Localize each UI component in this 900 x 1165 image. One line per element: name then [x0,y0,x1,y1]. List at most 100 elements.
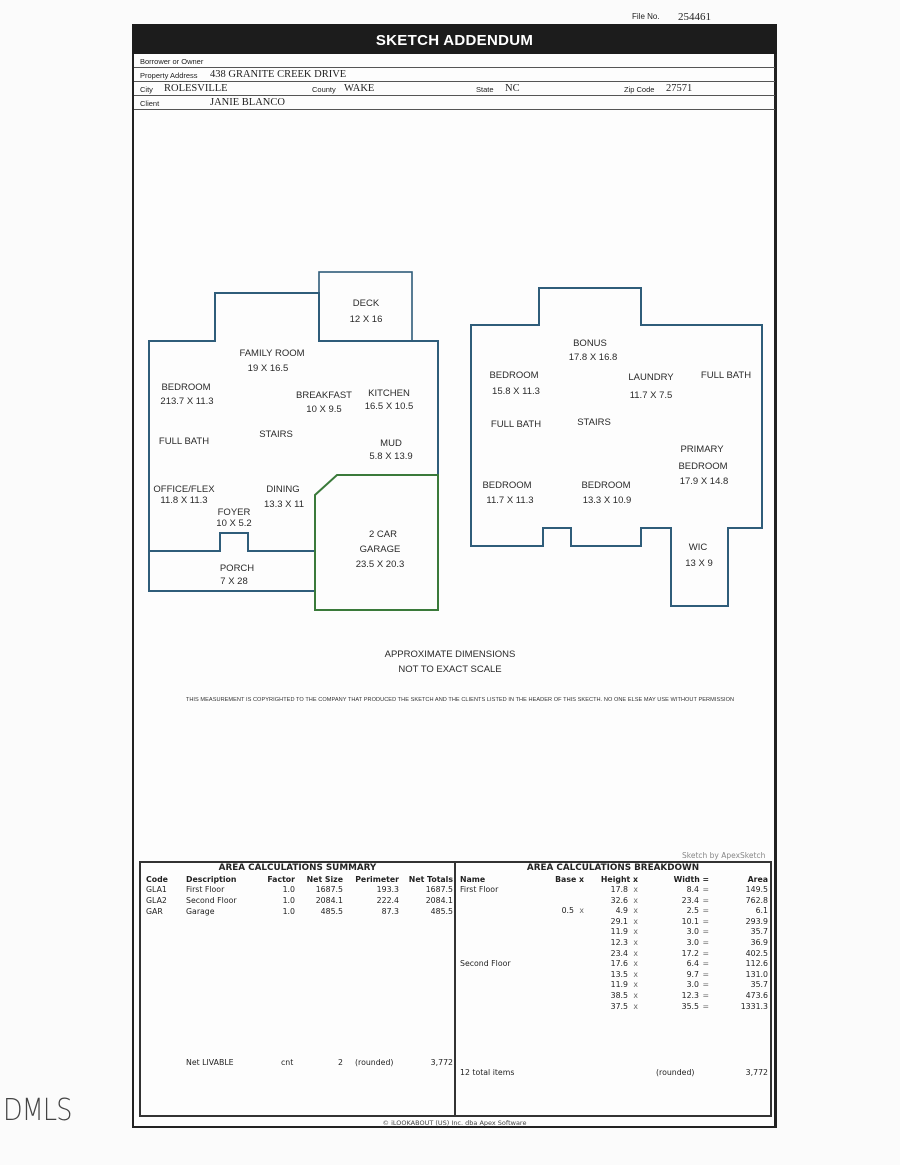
operator-symbol: x [633,916,638,926]
breakdown-row-area: 131.0 [745,969,768,979]
operator-symbol: x [633,1001,638,1011]
breakdown-total: 3,772 [745,1068,768,1077]
breakdown-row-height: 32.6 [610,895,628,905]
summary-row-perimeter: 87.3 [381,907,399,916]
wic-label: WIC [689,542,708,553]
operator-symbol: x [633,938,638,947]
family-room-dims: 19 X 16.5 [248,363,289,374]
state-value: NC [505,83,520,94]
operator-symbol: = [702,927,709,937]
breakdown-row-height: 38.5 [610,991,628,1000]
dining-dims: 13.3 X 11 [264,499,304,510]
bedroom3-label: BEDROOM [581,480,630,491]
summary-row-code: GLA1 [146,885,167,894]
breakfast-dims: 10 X 9.5 [306,404,341,415]
breakdown-col-area: Area [747,875,768,884]
summary-col-net-totals: Net Totals [408,875,453,884]
breakdown-row-height: 12.3 [610,938,628,947]
summary-row-factor: 1.0 [282,896,295,905]
county-label: County [312,85,336,94]
city-value: ROLESVILLE [164,83,228,94]
breakdown-row-height: 11.9 [610,927,628,937]
porch-dims: 7 X 28 [220,576,247,587]
breakdown-title: AREA CALCULATIONS BREAKDOWN [526,863,700,873]
breakdown-row-base: 0.5 [561,906,574,916]
family-room-label: FAMILY ROOM [239,348,304,359]
summary-col-description: Description [186,875,237,884]
zip-value: 27571 [666,83,693,94]
breakdown-row-area: 112.6 [745,959,768,969]
summary-row-net-size: 1687.5 [315,885,343,894]
office-label: OFFICE/FLEX [153,484,215,495]
cnt-label: cnt [281,1058,294,1067]
foyer-label: FOYER [218,507,251,518]
client-label: Client [140,99,160,108]
summary-row-description: First Floor [186,885,225,894]
summary-row-factor: 1.0 [282,885,295,894]
deck-label: DECK [353,298,380,309]
kitchen-dims: 16.5 X 10.5 [365,401,414,412]
breakdown-row-height: 11.9 [610,980,628,990]
summary-row-perimeter: 193.3 [376,885,399,894]
breakdown-row-area: 149.5 [745,885,768,894]
summary-row-net-totals: 485.5 [430,907,453,916]
primary-dims: 17.9 X 14.8 [680,476,729,487]
summary-row-code: GAR [146,907,163,916]
mud-dims: 5.8 X 13.9 [369,451,412,462]
summary-row-code: GLA2 [146,896,167,905]
breakdown-row-width: 9.7 [686,969,699,979]
summary-row-factor: 1.0 [282,907,295,916]
bonus-label: BONUS [573,338,607,349]
calc-divider [454,861,456,1117]
area-summary: AREA CALCULATIONS SUMMARY Code Descripti… [141,863,454,1113]
breakdown-row-width: 2.5 [686,906,699,916]
operator-symbol: = [702,991,709,1000]
borrower-row: Borrower or Owner [134,54,775,68]
operator-symbol: = [702,916,709,926]
file-no-label: File No. [632,12,660,21]
summary-col-factor: Factor [267,875,295,884]
breakdown-row-area: 6.1 [755,906,768,916]
breakdown-row-area: 1331.3 [740,1001,768,1011]
porch-label: PORCH [220,563,254,574]
bedroom-label: BEDROOM [161,382,210,393]
sketch-by-label: Sketch by ApexSketch [682,851,766,860]
operator-symbol: = [702,959,709,969]
summary-row-description: Second Floor [186,896,237,905]
breakdown-row-name: Second Floor [460,959,511,969]
summary-col-code: Code [146,875,168,884]
bedroom2-dims: 11.7 X 11.3 [486,495,533,506]
summary-row-description: Garage [186,907,215,916]
full-bath2-label: FULL BATH [701,370,751,381]
copyright-notice: THIS MEASUREMENT IS COPYRIGHTED TO THE C… [185,697,735,703]
summary-col-perimeter: Perimeter [355,875,399,884]
bonus-dims: 17.8 X 16.8 [569,352,618,363]
breakdown-row-area: 35.7 [750,980,768,990]
bedroom1-label: BEDROOM [489,370,538,381]
operator-symbol: = [702,969,709,979]
garage-outline [314,474,439,611]
operator-symbol: x [633,895,638,905]
area-breakdown: AREA CALCULATIONS BREAKDOWN Name Base x … [456,863,770,1113]
foyer-dims: 10 X 5.2 [216,518,251,529]
bedroom-dims: 213.7 X 11.3 [160,396,213,407]
operator-symbol: x [633,991,638,1000]
breakdown-row-height: 17.6 [610,959,628,969]
deck-dims: 12 X 16 [350,314,383,325]
footer-copyright: © iLOOKABOUT (US) Inc. dba Apex Software [382,1119,527,1127]
breakdown-row-area: 35.7 [750,927,768,937]
location-row: City ROLESVILLE County WAKE State NC Zip… [134,82,775,96]
breakdown-row-width: 3.0 [686,938,699,947]
breakdown-col-width: Width = [673,875,709,884]
operator-symbol: x [633,885,638,894]
approx-dimensions-note: APPROXIMATE DIMENSIONS [384,649,516,660]
laundry-dims: 11.7 X 7.5 [630,390,673,401]
breakdown-row-height: 17.8 [610,885,628,894]
summary-row-net-size: 2084.1 [315,896,343,905]
breakdown-row-width: 6.4 [686,959,699,969]
laundry-label: LAUNDRY [628,372,674,383]
operator-symbol: = [702,980,709,990]
deck-outline [318,271,413,342]
summary-rounded-label: (rounded) [355,1058,394,1067]
breakdown-row-width: 12.3 [681,991,699,1000]
